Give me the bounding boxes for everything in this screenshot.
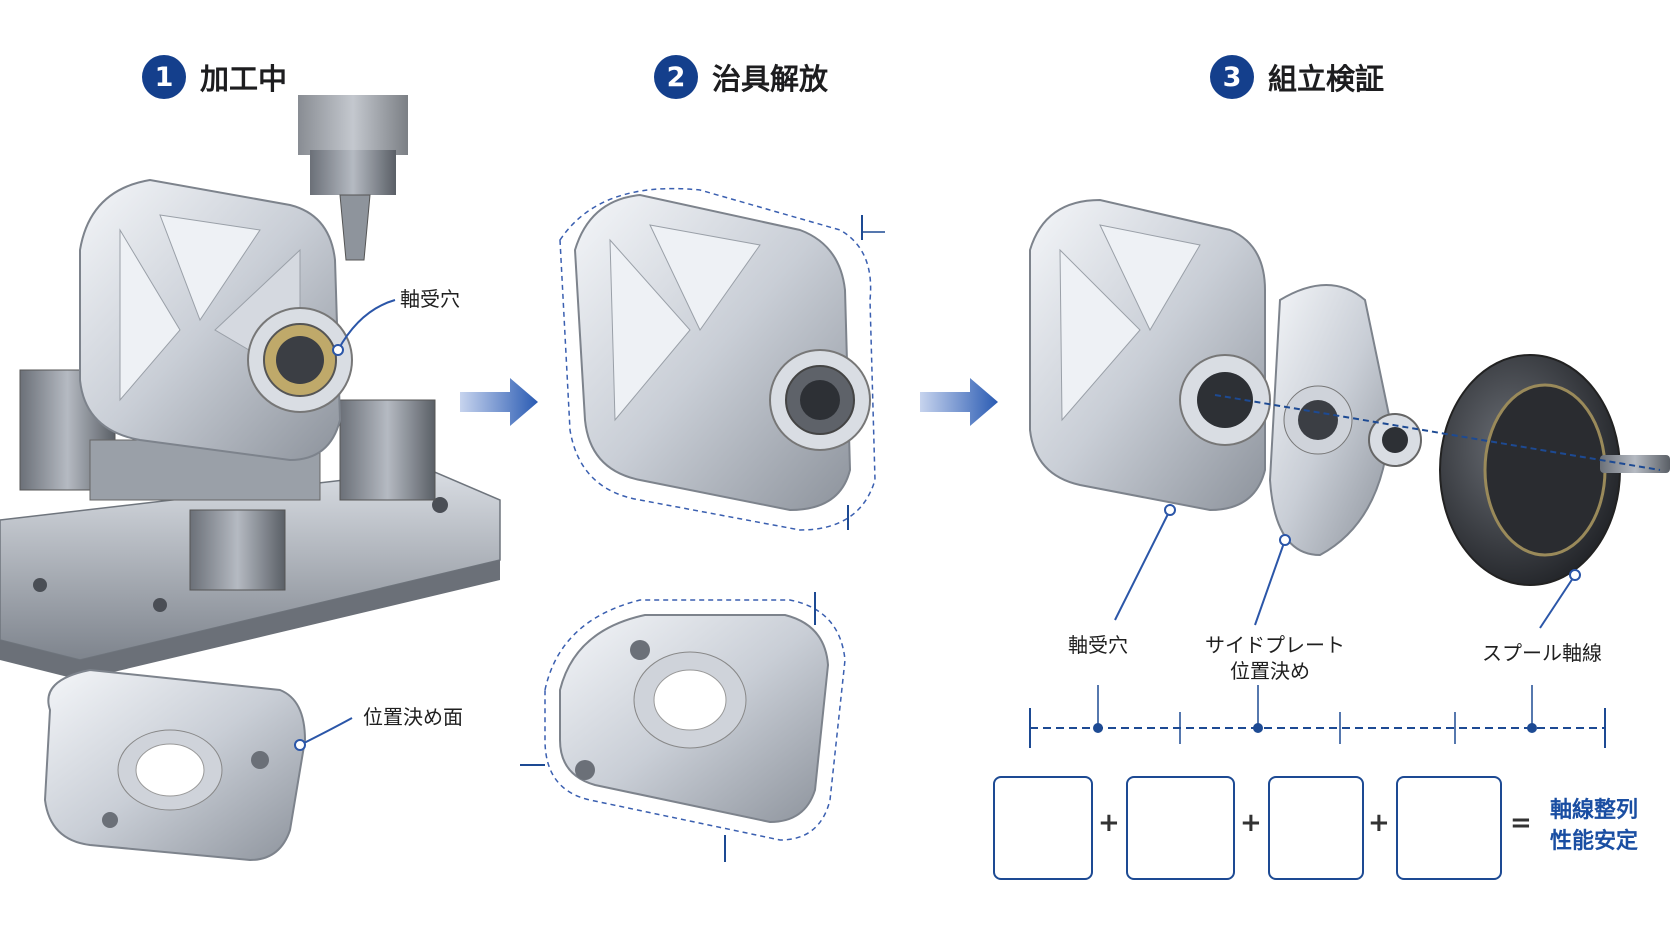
equals-sign: = xyxy=(1510,808,1532,838)
result-text: 軸線整列 性能安定 xyxy=(1550,796,1638,858)
component-box-spool xyxy=(1396,776,1502,880)
result-line2: 性能安定 xyxy=(1550,828,1639,854)
plus-2: + xyxy=(1240,808,1262,838)
step-badge-2: 2 xyxy=(654,55,698,99)
label-side-plate-line2: 位置決め xyxy=(1230,659,1310,683)
component-box-bearing-2 xyxy=(1268,776,1364,880)
step-header-2: 2 治具解放 xyxy=(654,55,828,99)
label-locating-face: 位置決め面 xyxy=(363,705,463,729)
step-badge-1: 1 xyxy=(142,55,186,99)
component-box-bearing xyxy=(993,776,1093,880)
process-arrow-1 xyxy=(460,378,538,426)
step-title-2: 治具解放 xyxy=(712,62,829,96)
result-line1: 軸線整列 xyxy=(1550,798,1639,823)
label-spool-axis: スプール軸線 xyxy=(1482,641,1602,665)
plus-3: + xyxy=(1368,808,1390,838)
component-box-side-plate xyxy=(1126,776,1235,880)
label-side-plate: サイドプレート 位置決め xyxy=(1205,632,1345,684)
process-arrow-2 xyxy=(920,378,998,426)
step-header-1: 1 加工中 xyxy=(142,55,287,99)
step1-artwork xyxy=(0,95,501,862)
plus-1: + xyxy=(1098,808,1120,838)
step-title-3: 組立検証 xyxy=(1268,62,1385,96)
step-title-1: 加工中 xyxy=(200,62,288,96)
step-badge-3: 3 xyxy=(1210,55,1254,99)
label-side-plate-line1: サイドプレート xyxy=(1205,633,1345,657)
step2-artwork xyxy=(520,187,885,862)
label-bearing-hole-step1: 軸受穴 xyxy=(400,287,460,311)
step3-artwork xyxy=(1029,198,1670,748)
step-header-3: 3 組立検証 xyxy=(1210,55,1384,99)
label-bearing-hole-step3: 軸受穴 xyxy=(1068,633,1128,657)
